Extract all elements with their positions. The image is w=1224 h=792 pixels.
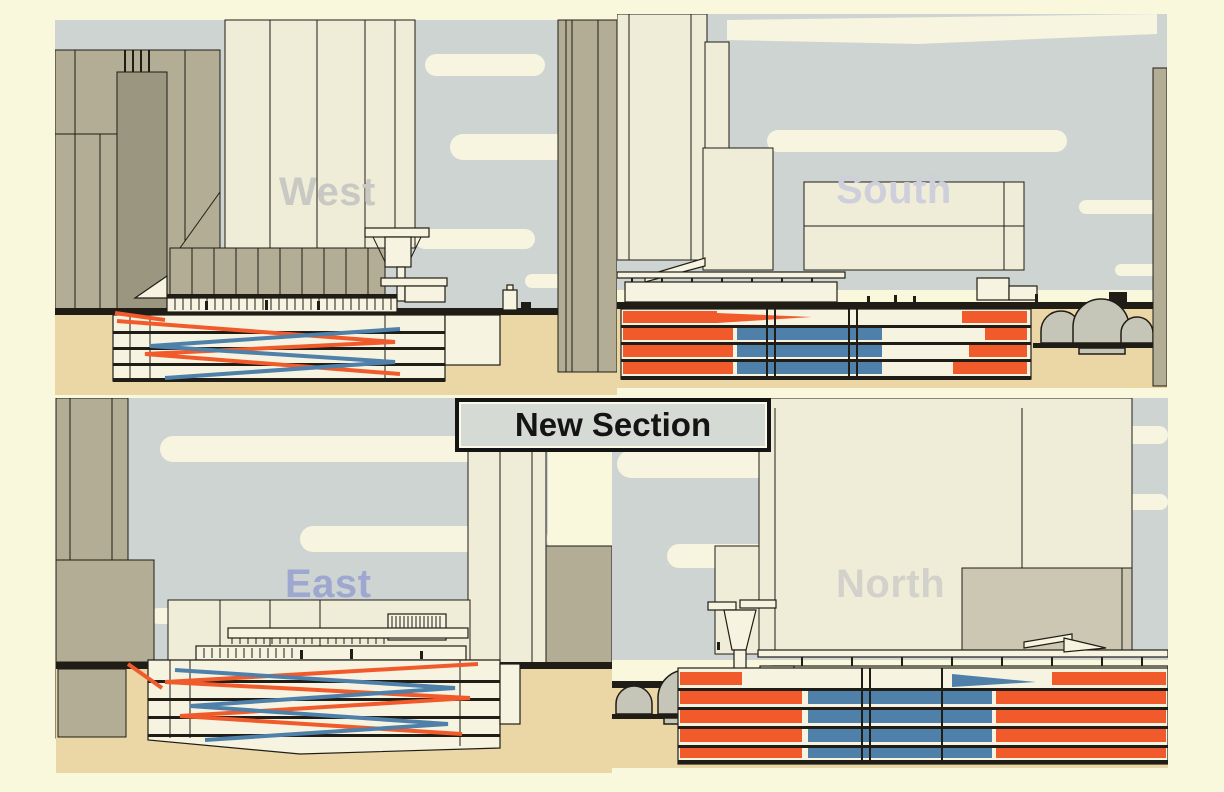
new-section-badge: New Section	[455, 398, 771, 452]
quadrant-north: North	[612, 398, 1168, 775]
south-tunnel-arches	[1033, 298, 1155, 355]
quadrant-east: East	[0, 398, 612, 792]
east-buildings	[55, 398, 612, 739]
south-section-drawing	[617, 14, 1167, 388]
north-buildings	[707, 398, 1168, 682]
west-people	[205, 300, 320, 310]
south-people	[867, 294, 1038, 305]
quadrant-west: West	[55, 14, 617, 395]
east-ramps	[126, 662, 479, 742]
west-buildings	[55, 19, 448, 313]
north-section-drawing	[612, 398, 1168, 768]
new-section-badge-text: New Section	[514, 406, 712, 443]
north-underground	[612, 667, 1168, 768]
west-control-tower	[364, 227, 448, 303]
west-underground	[55, 311, 617, 395]
quadrant-south: South	[617, 14, 1167, 388]
west-ramps	[114, 311, 401, 380]
west-tower-right	[557, 19, 617, 373]
south-section-building	[620, 308, 1032, 380]
north-section-building	[677, 667, 1168, 765]
south-khaki-strip	[1152, 67, 1167, 387]
south-underground	[617, 298, 1167, 388]
south-ground-pavilion	[617, 257, 1127, 306]
east-underground	[56, 659, 612, 773]
south-buildings	[617, 14, 1025, 271]
west-section-drawing	[55, 19, 617, 395]
north-funnel-tower	[707, 599, 777, 681]
east-people	[300, 649, 423, 659]
west-ground-pavilion	[133, 274, 531, 313]
east-section-drawing	[55, 398, 612, 773]
south-ground-line	[617, 302, 1167, 309]
